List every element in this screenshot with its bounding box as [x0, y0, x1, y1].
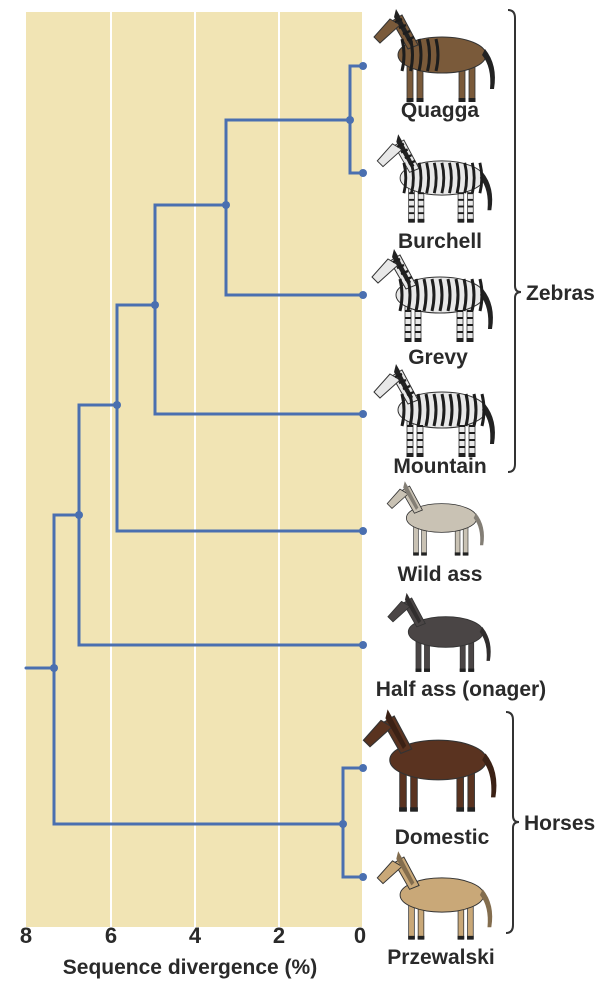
tick-label-8: 8 — [20, 923, 32, 948]
animal-onager-illustration — [388, 593, 491, 672]
species-label-wild-ass: Wild ass — [397, 563, 482, 586]
tick-label-0: 0 — [354, 923, 366, 948]
node-ass-zebra — [113, 401, 121, 409]
species-label-quagga: Quagga — [401, 99, 479, 122]
animal-domestic-illustration — [363, 709, 496, 811]
node-root — [50, 664, 58, 672]
tip-quagga — [359, 62, 367, 70]
species-label-mountain: Mountain — [393, 455, 486, 478]
animal-burchell-illustration — [377, 134, 492, 222]
tick-label-2: 2 — [273, 923, 285, 948]
species-label-przewalski: Przewalski — [387, 946, 494, 969]
animal-przewalski-illustration — [377, 851, 492, 939]
animal-grevy-illustration — [372, 249, 493, 342]
x-axis-label: Sequence divergence (%) — [63, 956, 317, 979]
node-zebra-a — [222, 201, 230, 209]
horses-bracket — [506, 712, 519, 933]
zebras-bracket — [508, 10, 521, 472]
group-label-horses: Horses — [524, 812, 595, 835]
tip-mountain — [359, 410, 367, 418]
tip-onager — [359, 641, 367, 649]
species-label-burchell: Burchell — [398, 230, 482, 253]
group-brackets — [506, 10, 521, 933]
tip-przewalski — [359, 873, 367, 881]
species-label-grevy: Grevy — [408, 346, 468, 369]
tip-domestic — [359, 764, 367, 772]
tick-label-4: 4 — [189, 923, 202, 948]
tip-burchell — [359, 169, 367, 177]
tick-label-6: 6 — [105, 923, 117, 948]
node-quagga-burchell — [346, 116, 354, 124]
tip-grevy — [359, 291, 367, 299]
group-labels: Zebras Horses — [524, 282, 595, 835]
species-labels: Quagga Burchell Grevy Mountain Wild ass … — [376, 99, 546, 969]
tip-wild-ass — [359, 527, 367, 535]
animal-mountain-illustration — [374, 364, 495, 457]
animal-quagga-illustration — [374, 9, 495, 102]
node-horses — [339, 820, 347, 828]
node-onager — [75, 511, 83, 519]
species-label-onager: Half ass (onager) — [376, 678, 546, 701]
species-label-domestic: Domestic — [395, 826, 490, 849]
group-label-zebras: Zebras — [526, 282, 595, 305]
animal-wild-ass-illustration — [387, 481, 484, 555]
node-zebra-b — [151, 301, 159, 309]
